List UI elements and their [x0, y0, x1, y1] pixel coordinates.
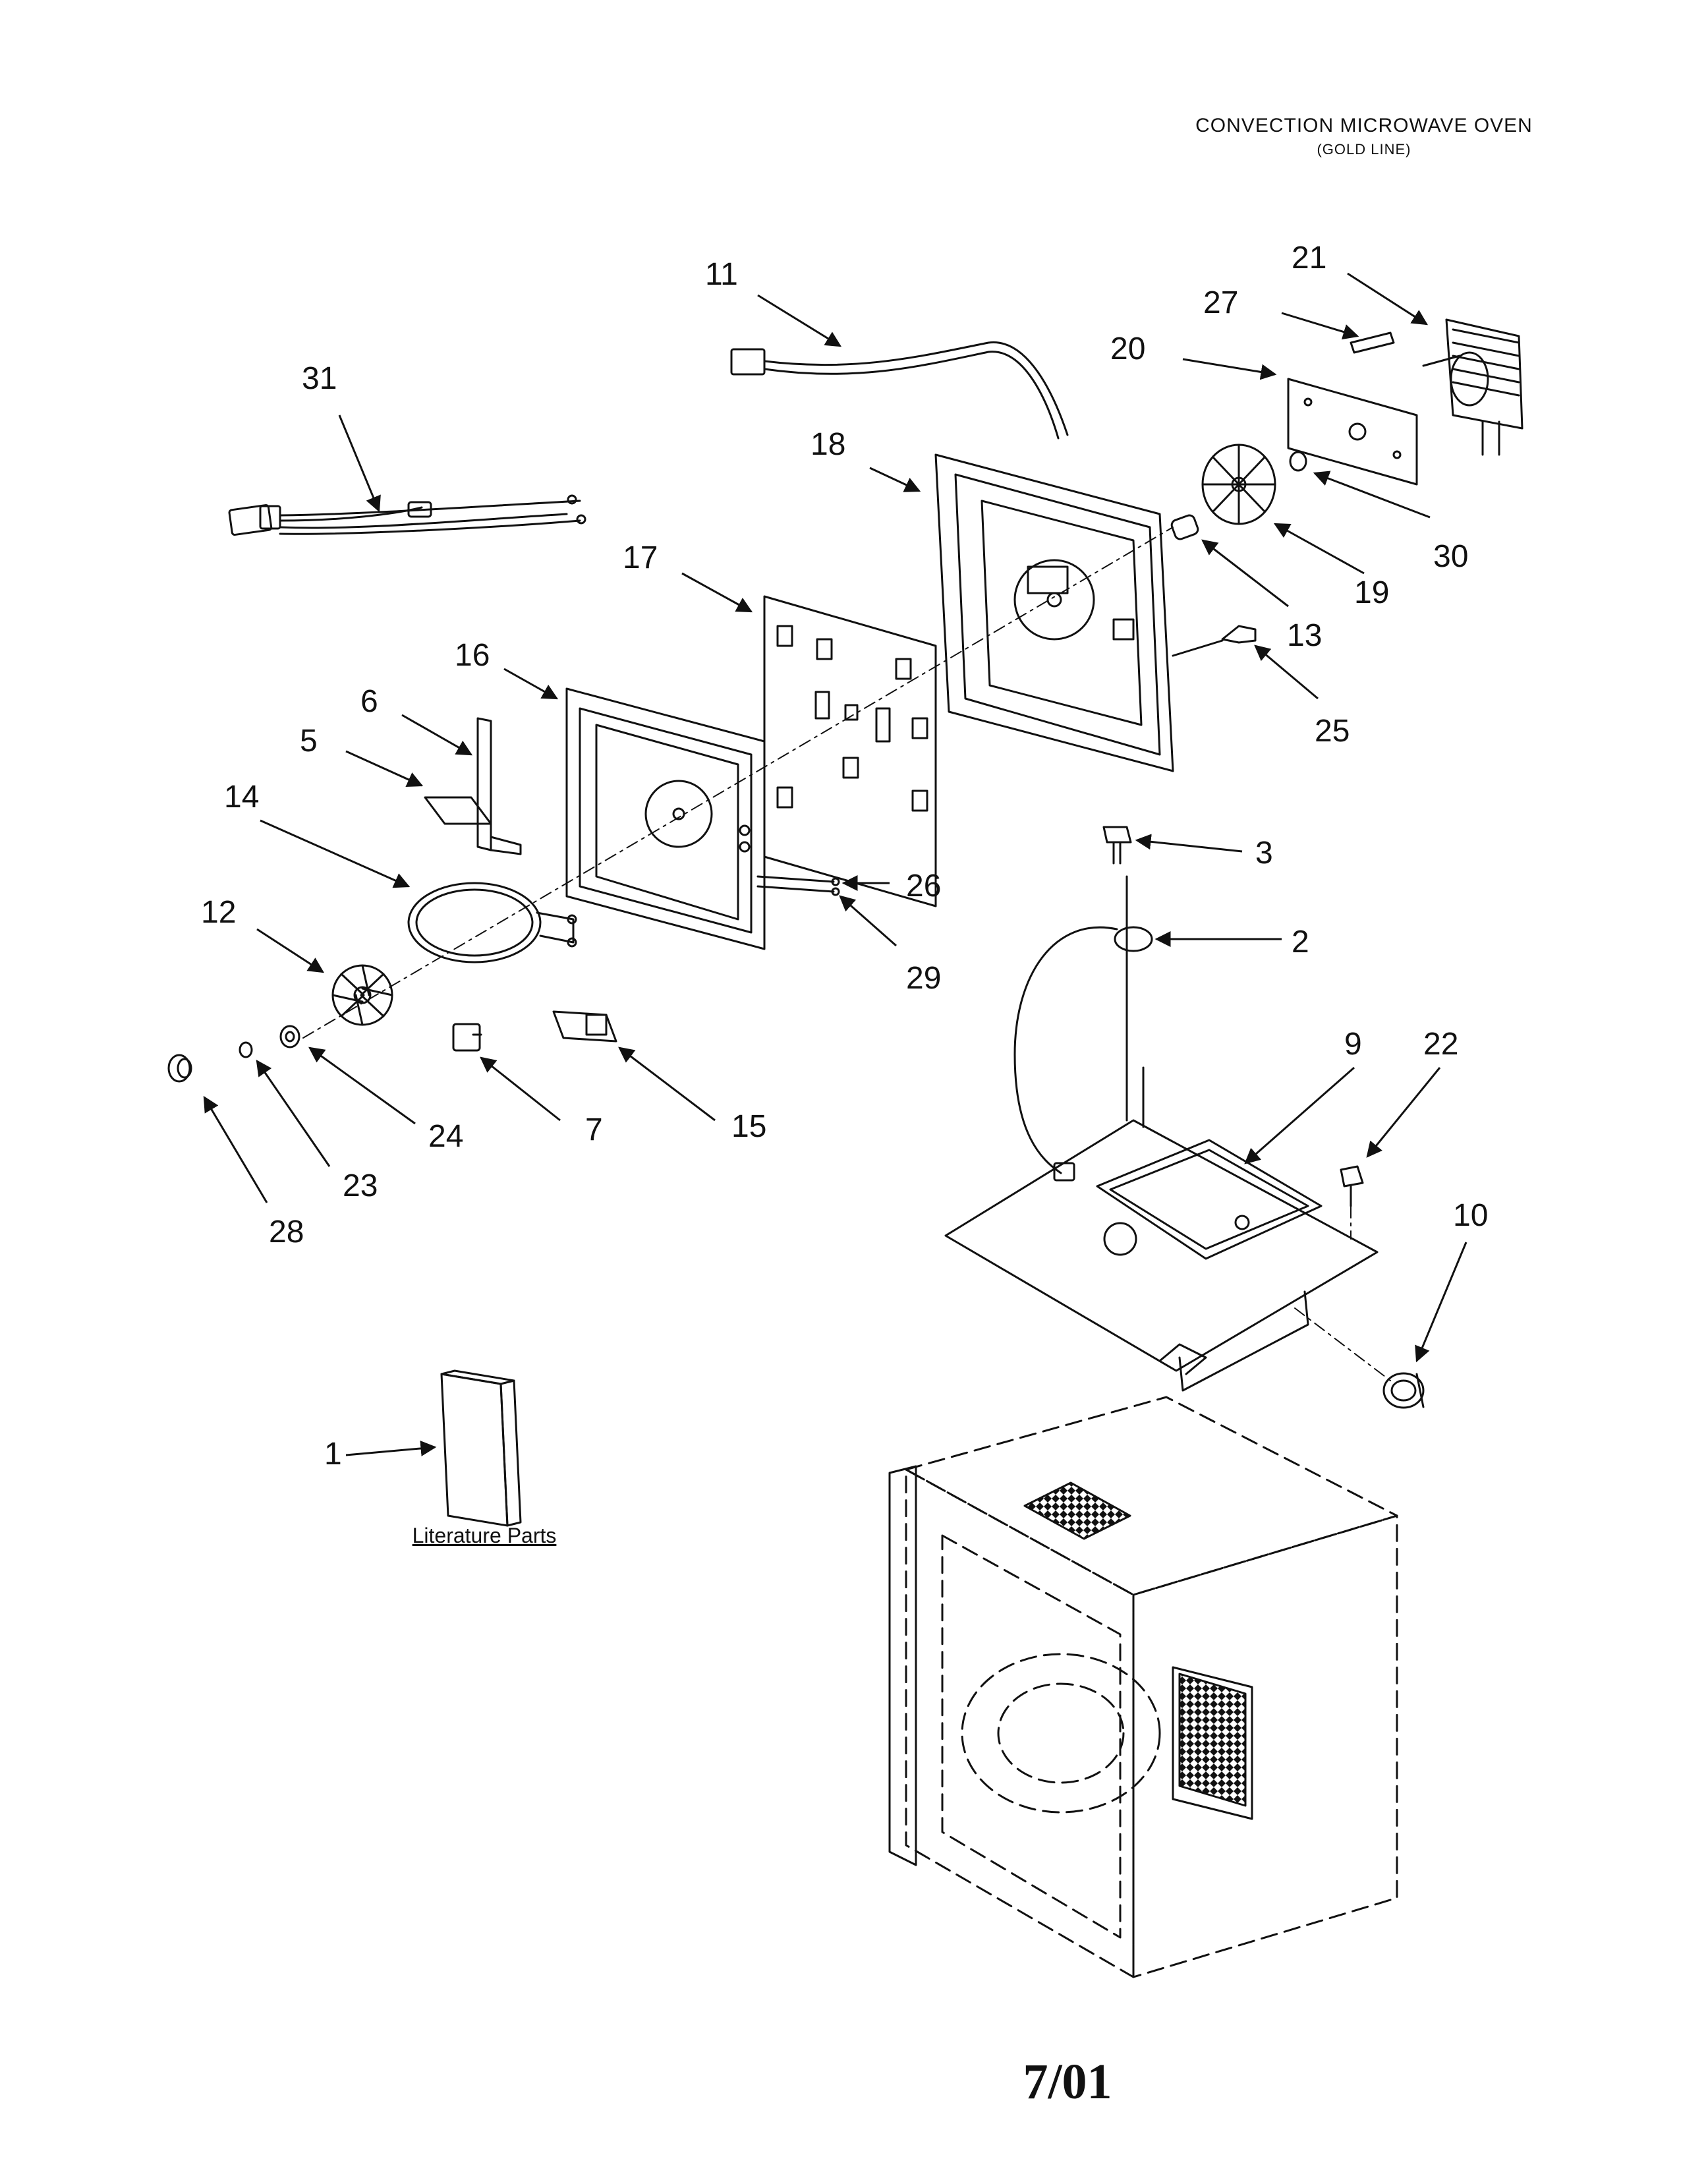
leader-29	[839, 895, 897, 947]
screw-27	[1350, 331, 1395, 354]
callout-30: 30	[1433, 539, 1468, 574]
callout-24: 24	[428, 1119, 463, 1154]
oven-frame	[888, 1465, 1253, 1866]
heating-element-14	[407, 882, 577, 963]
front-heater-frame-16	[565, 687, 766, 950]
callout-13: 13	[1287, 618, 1322, 653]
leader-11	[757, 294, 842, 347]
callout-25: 25	[1315, 714, 1350, 749]
callout-6: 6	[360, 684, 378, 719]
leader-18	[869, 467, 921, 492]
leader-16	[503, 668, 559, 700]
leader-3	[1135, 834, 1243, 853]
callout-12: 12	[201, 895, 236, 930]
leader-24	[308, 1047, 416, 1125]
callout-20: 20	[1110, 331, 1145, 366]
assembly-center-lines	[302, 527, 1391, 1381]
callout-16: 16	[455, 638, 490, 673]
bracket-5	[424, 796, 492, 825]
leader-13	[1201, 539, 1289, 608]
leader-17	[681, 572, 753, 613]
callout-9: 9	[1344, 1027, 1362, 1062]
nut-28	[167, 1054, 192, 1083]
thermostat-2	[1013, 926, 1153, 1182]
screw-3	[1102, 826, 1132, 865]
base-plate-9	[944, 875, 1379, 1392]
wire-assembly-11	[730, 341, 1069, 440]
literature-booklet-1	[440, 1369, 522, 1527]
callout-11: 11	[705, 257, 738, 292]
leader-12	[256, 928, 325, 973]
leader-15	[618, 1047, 716, 1122]
callout-7: 7	[585, 1112, 603, 1147]
rear-mounting-frame-18	[934, 453, 1174, 772]
leader-14	[260, 819, 411, 888]
leader-23	[256, 1060, 331, 1167]
leader-9	[1244, 1066, 1355, 1164]
washer-23	[239, 1041, 253, 1058]
date-code: 7/01	[1023, 2054, 1112, 2109]
callout-14: 14	[224, 780, 259, 815]
callout-29: 29	[906, 961, 941, 996]
callout-23: 23	[343, 1168, 378, 1203]
nut-30	[1289, 451, 1307, 472]
leader-30	[1313, 471, 1431, 519]
vent-mesh-side	[1178, 1673, 1247, 1807]
callout-26: 26	[906, 869, 941, 904]
clip-7	[452, 1023, 482, 1052]
page-title: CONVECTION MICROWAVE OVEN	[1195, 115, 1533, 136]
callout-1: 1	[324, 1437, 342, 1472]
leader-25	[1254, 645, 1319, 700]
callout-5: 5	[300, 724, 318, 759]
leader-6	[401, 714, 473, 756]
screw-22	[1340, 1165, 1364, 1207]
leader-31	[338, 415, 381, 513]
motor-bracket-20	[1287, 378, 1418, 486]
screws-26-29	[756, 875, 840, 896]
leader-27	[1281, 312, 1359, 340]
literature-parts-label: Literature Parts	[412, 1524, 557, 1547]
callout-22: 22	[1423, 1027, 1458, 1062]
callout-17: 17	[623, 540, 658, 575]
spacer-13	[1170, 514, 1199, 540]
leader-1	[345, 1440, 437, 1456]
callout-19: 19	[1354, 575, 1389, 610]
insulation-plate-17	[763, 595, 937, 907]
leader-22	[1366, 1067, 1441, 1158]
screw-25	[1172, 625, 1257, 657]
terminal-block-15	[552, 1010, 617, 1043]
leader-20	[1182, 358, 1277, 380]
thermal-cutoff-10	[1382, 1372, 1425, 1409]
leader-10	[1415, 1242, 1467, 1363]
washer-24	[279, 1025, 300, 1048]
leader-5	[345, 750, 424, 788]
leader-7	[480, 1056, 561, 1122]
callout-2: 2	[1292, 925, 1309, 960]
leader-19	[1273, 523, 1365, 575]
bracket-6	[476, 717, 522, 855]
callout-3: 3	[1255, 836, 1273, 871]
leader-21	[1347, 272, 1429, 326]
fan-motor-21	[1422, 318, 1523, 456]
callout-15: 15	[731, 1109, 766, 1144]
callout-21: 21	[1292, 241, 1326, 275]
page-subtitle: (GOLD LINE)	[1317, 141, 1411, 158]
vent-mesh-top	[1023, 1481, 1131, 1540]
leader-28	[203, 1095, 268, 1203]
cooling-fan-19	[1201, 444, 1276, 525]
callout-10: 10	[1453, 1198, 1488, 1233]
callout-28: 28	[269, 1215, 304, 1249]
oven-cavity	[905, 1396, 1398, 1978]
callout-27: 27	[1203, 285, 1238, 320]
callout-31: 31	[302, 361, 337, 396]
callout-18: 18	[811, 427, 845, 462]
wire-harness-31	[228, 494, 586, 536]
